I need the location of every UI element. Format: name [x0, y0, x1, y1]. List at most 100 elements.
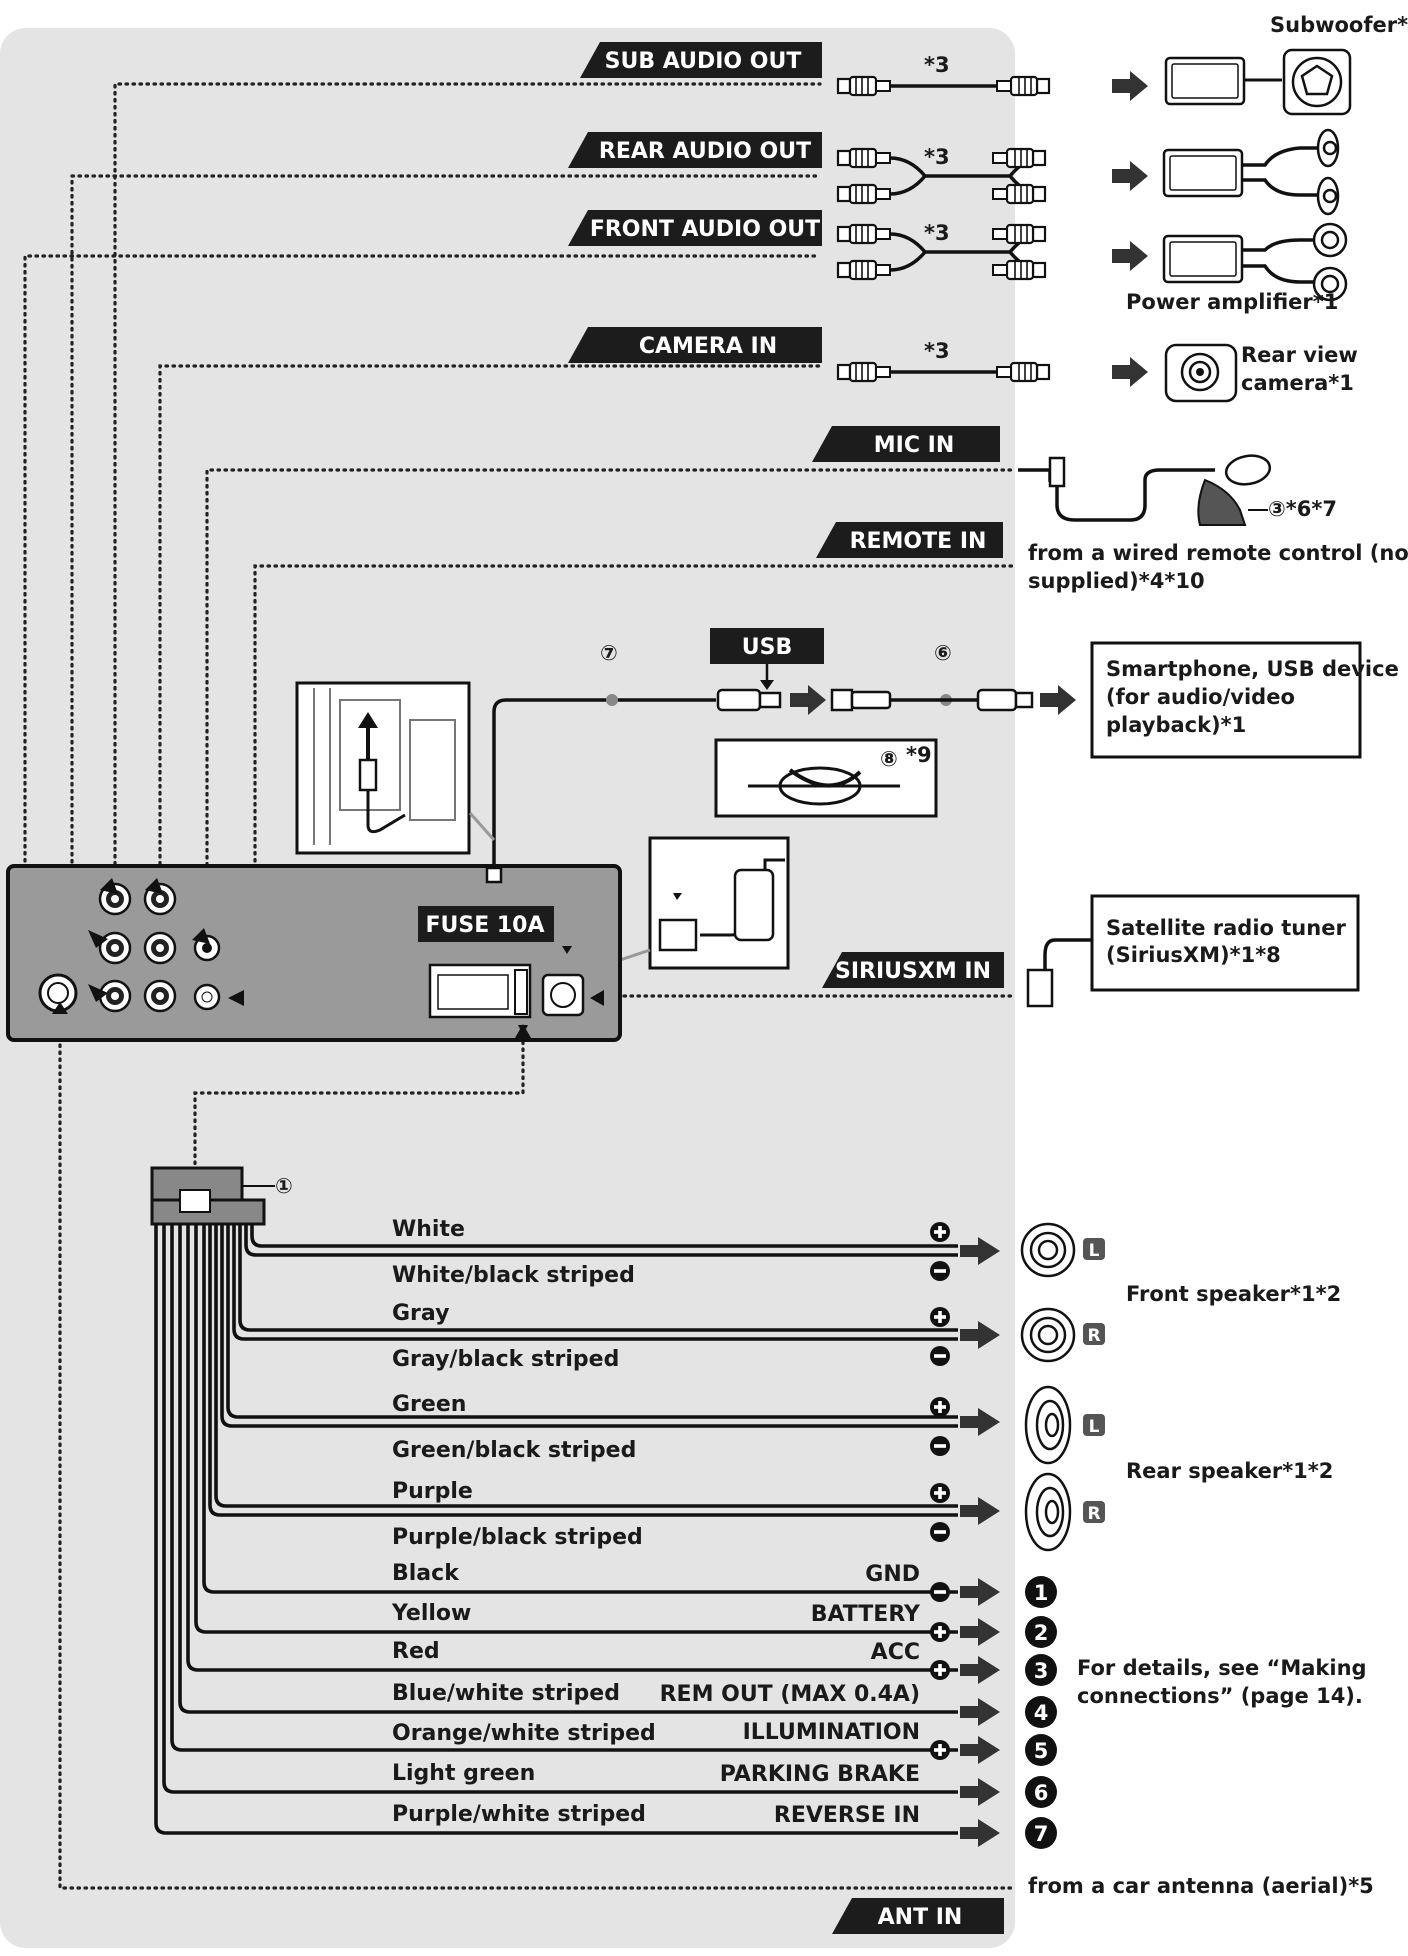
wired-remote-label-1: from a wired remote control (not [1028, 541, 1408, 565]
minus-terminal-icon [930, 1261, 950, 1281]
harness-wire [162, 1224, 958, 1794]
rear-camera-label-1: Rear view [1241, 343, 1358, 367]
harness-wire [170, 1224, 958, 1752]
harness-wire [214, 1224, 958, 1508]
satellite-plug-icon [1026, 968, 1054, 1008]
details-label-1: For details, see “Making [1077, 1656, 1367, 1680]
harness-wire [178, 1224, 958, 1714]
wire-arrow [960, 1736, 1000, 1764]
plus-terminal-icon [930, 1307, 950, 1327]
plus-terminal-icon [930, 1222, 950, 1242]
power-amplifier-label: Power amplifier*1 [1126, 290, 1338, 314]
siriusxm-plug-inset [595, 836, 790, 970]
terminal-number-badge: 6 [1025, 1776, 1057, 1808]
wire-arrow [960, 1237, 1000, 1265]
wire-color-label: Gray [392, 1301, 449, 1326]
device-arrows [1112, 71, 1148, 387]
wire-color-label: Green [392, 1392, 466, 1417]
unit-arrows [52, 878, 604, 1038]
wire-arrow [960, 1578, 1000, 1606]
wire-function-label: PARKING BRAKE [720, 1762, 920, 1787]
dotted-routes [23, 82, 1017, 1890]
smartphone-label-3: playback)*1 [1106, 713, 1246, 737]
antenna-label: from a car antenna (aerial)*5 [1028, 1874, 1374, 1898]
rear-amplifier-icon [1162, 128, 1340, 216]
camera-cable-note: *3 [924, 339, 950, 363]
wire-function-label: REM OUT (MAX 0.4A) [660, 1682, 920, 1707]
wire-arrow [960, 1656, 1000, 1684]
knot-note-9: *9 [906, 743, 932, 767]
minus-terminal-icon [930, 1582, 950, 1602]
minus-terminal-icon [930, 1346, 950, 1366]
satellite-tuner-box [1090, 894, 1360, 992]
wire-arrow [960, 1618, 1000, 1646]
terminal-number-badge: 1 [1025, 1576, 1057, 1608]
satellite-cable [1043, 938, 1092, 970]
terminal-number: 4 [1034, 1701, 1049, 1725]
usb-cable-number-6: ⑥ [934, 641, 952, 665]
rear-speaker-label: Rear speaker*1*2 [1126, 1459, 1333, 1483]
harness-wire [154, 1224, 958, 1835]
siriusxm-in-label: SIRIUSXM IN [835, 959, 991, 984]
plus-terminal-icon [930, 1622, 950, 1642]
front-audio-out-label: FRONT AUDIO OUT [590, 217, 820, 242]
wire-color-label: Orange/white striped [392, 1721, 656, 1746]
subwoofer-label: Subwoofer*1 [1270, 13, 1408, 37]
harness-wire [226, 1224, 958, 1419]
wire-arrow [960, 1321, 1000, 1349]
plus-terminal-icon [930, 1483, 950, 1503]
usb-socket-inset [295, 681, 496, 855]
wire-function-label: ACC [871, 1640, 920, 1665]
smartphone-label-1: Smartphone, USB device [1106, 657, 1399, 681]
usb-knot-inset: ⑧ *9 [714, 738, 938, 818]
subwoofer-icon [1164, 48, 1352, 116]
wire-arrow [960, 1819, 1000, 1847]
details-label-2: connections” (page 14). [1077, 1684, 1363, 1708]
sub-audio-out-label: SUB AUDIO OUT [605, 49, 802, 74]
rear-right-tag: R [1087, 1504, 1100, 1524]
rear-audio-out-label: REAR AUDIO OUT [599, 139, 811, 164]
harness-wire [232, 1224, 958, 1341]
rear-left-tag: L [1089, 1417, 1100, 1437]
front-left-tag: L [1089, 1241, 1100, 1261]
wired-remote-label-2: supplied)*4*10 [1028, 569, 1205, 593]
wire-arrow [960, 1408, 1000, 1436]
harness-wire [186, 1224, 958, 1672]
wire-color-label: Gray/black striped [392, 1347, 619, 1372]
front-right-tag: R [1087, 1326, 1100, 1346]
wire-color-label: Purple/black striped [392, 1525, 643, 1550]
knot-note-8: ⑧ [880, 747, 898, 771]
front-speaker-right-icon: R [1020, 1307, 1105, 1363]
smartphone-box [1090, 641, 1362, 759]
rear-camera-label-2: camera*1 [1241, 371, 1354, 395]
terminal-number: 1 [1034, 1581, 1049, 1605]
harness-wire [194, 1224, 958, 1634]
rear-speaker-right-icon: R [1024, 1472, 1105, 1552]
wire-color-label: Yellow [391, 1601, 471, 1626]
wire-color-label: Light green [392, 1761, 535, 1786]
wire-color-label: Blue/white striped [392, 1681, 620, 1706]
head-unit: FUSE 10A [6, 864, 622, 1042]
terminal-number-badge: 2 [1025, 1616, 1057, 1648]
harness-wire [244, 1224, 958, 1257]
harness-number-1: ① [275, 1174, 293, 1198]
satellite-label-1: Satellite radio tuner [1106, 916, 1346, 940]
sub-cable-note: *3 [924, 53, 950, 77]
smartphone-label-2: (for audio/video [1106, 685, 1295, 709]
usb-cable-number-7: ⑦ [600, 641, 618, 665]
terminal-number-badge: 3 [1025, 1654, 1057, 1686]
wire-color-label: White [392, 1217, 465, 1242]
terminal-number-badge: 7 [1025, 1817, 1057, 1849]
plus-terminal-icon [930, 1740, 950, 1760]
rca-cables: *3 *3 *3 *3 [836, 53, 1051, 383]
terminal-number-badge: 4 [1025, 1696, 1057, 1728]
rear-camera-icon [1164, 343, 1238, 403]
minus-terminal-icon [930, 1436, 950, 1456]
ant-in-label: ANT IN [878, 1905, 963, 1930]
wire-color-label: Purple [392, 1479, 473, 1504]
wire-arrow [960, 1698, 1000, 1726]
label-tags: SUB AUDIO OUT REAR AUDIO OUT FRONT AUDIO… [568, 42, 1004, 1934]
usb-cabling: ⑦ ⑥ [492, 641, 1076, 876]
wire-function-label: BATTERY [811, 1602, 921, 1627]
